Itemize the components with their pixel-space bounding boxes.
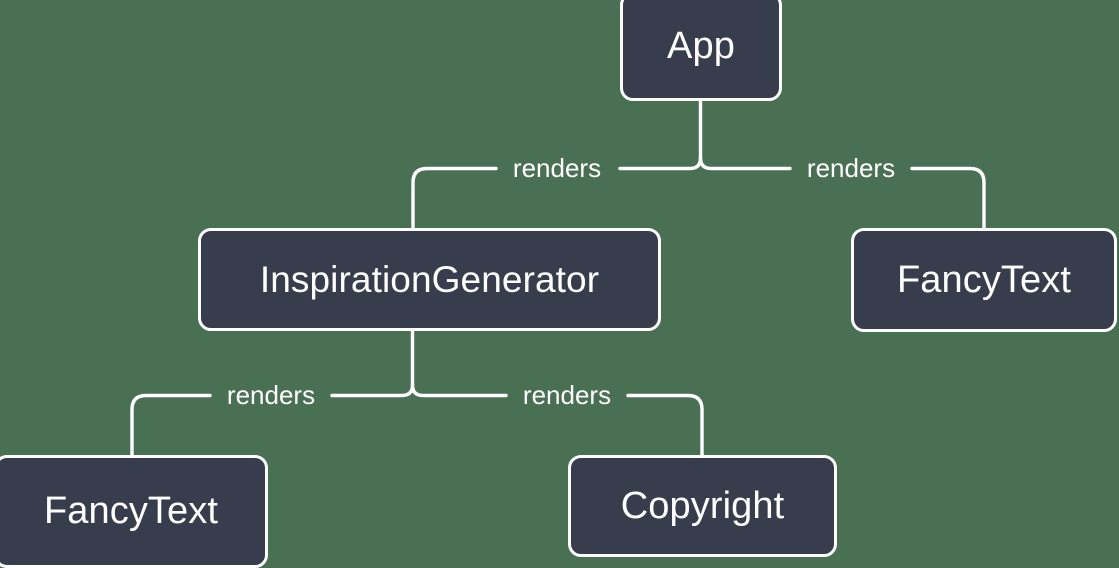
node-fancytext-bottom-left[interactable]: FancyText	[0, 455, 268, 568]
edge-label-app-to-fancytext: renders	[806, 153, 896, 183]
connector-inspiration-to-fancytext	[130, 393, 212, 457]
connector-app-to-fancytext	[910, 166, 986, 230]
edge-label-app-to-inspiration-generator: renders	[512, 153, 602, 183]
edge-label-inspiration-generator-to-copyright: renders	[522, 380, 612, 410]
connector-junction-left	[618, 156, 703, 171]
node-copyright-label: Copyright	[620, 484, 785, 527]
node-inspiration-generator-label: InspirationGenerator	[259, 258, 600, 300]
connector-junction2-left	[330, 383, 415, 398]
connector-inspiration-to-copyright	[626, 393, 704, 457]
connector-app-to-inspiration	[411, 166, 498, 230]
edge-label-inspiration-generator-to-fancytext: renders	[226, 380, 316, 410]
connector-junction2-right	[410, 383, 508, 398]
node-fancytext-bottom-left-label: FancyText	[43, 490, 219, 532]
node-copyright[interactable]: Copyright	[568, 455, 837, 557]
connector-junction-right	[698, 156, 792, 171]
node-fancytext-right-label: FancyText	[896, 258, 1072, 301]
node-app[interactable]: App	[620, 0, 782, 101]
node-inspiration-generator[interactable]: InspirationGenerator	[198, 228, 661, 331]
node-fancytext-right[interactable]: FancyText	[851, 228, 1117, 332]
node-app-label: App	[667, 25, 735, 67]
